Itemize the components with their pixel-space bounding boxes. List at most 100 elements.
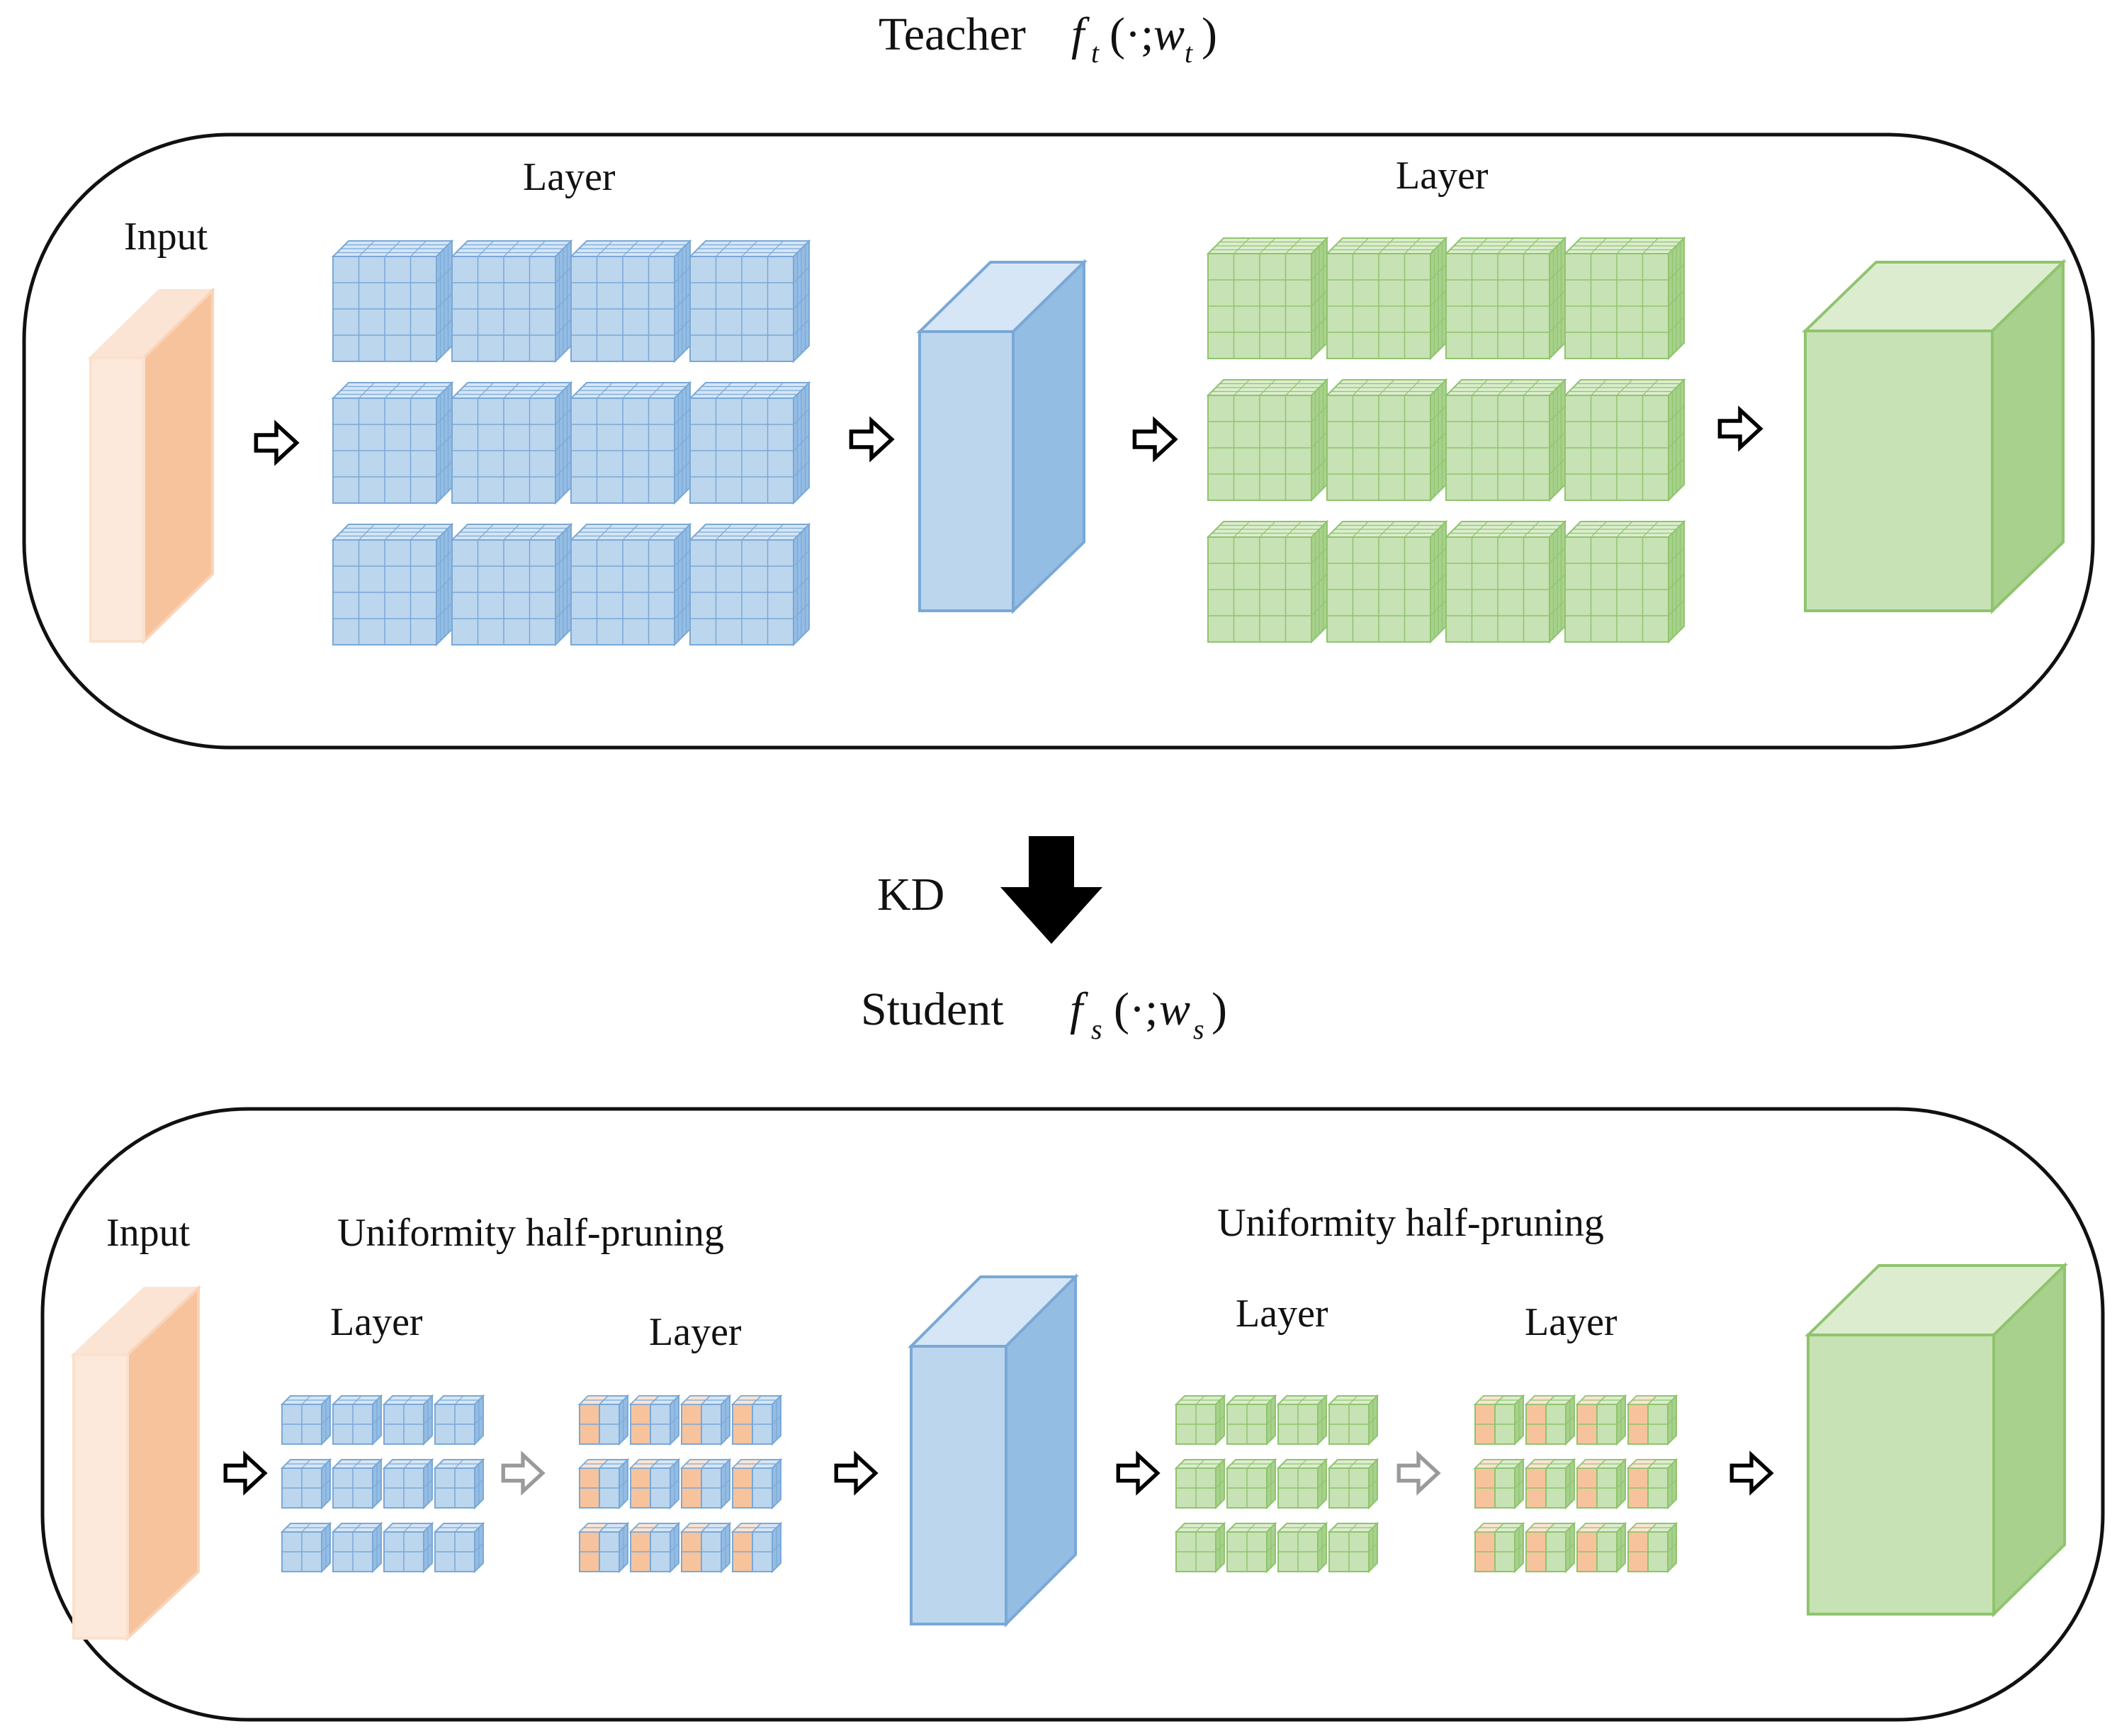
- teacher-layer1-block-0-0: [331, 239, 454, 363]
- student-layer-c-block-1-1: [1225, 1458, 1277, 1510]
- teacher-layer2-label: Layer: [1396, 154, 1489, 198]
- grey-hollow-arrow-icon: [503, 1455, 542, 1491]
- student-layer-d-block-0-3: [1626, 1394, 1678, 1446]
- student-layer-a-block-2-2: [382, 1521, 434, 1574]
- teacher-layer2-block-1-0: [1206, 378, 1329, 502]
- student-panel: [40, 1107, 2105, 1722]
- student-layer-b-label: Layer: [649, 1310, 742, 1354]
- student-formula: f s (·; w s ): [1070, 983, 1227, 1045]
- student-layer-d-label: Layer: [1525, 1300, 1618, 1344]
- student-layer-d-block-2-0: [1473, 1521, 1525, 1574]
- student-layer-b-block-2-2: [679, 1521, 732, 1574]
- teacher-input-label: Input: [124, 215, 208, 259]
- teacher-layer2-block-0-3: [1563, 236, 1686, 361]
- hollow-arrow-icon: [851, 421, 891, 458]
- teacher-layer1-block-1-1: [450, 381, 573, 505]
- student-layer-d-block-1-1: [1524, 1458, 1576, 1510]
- grey-hollow-arrow-icon: [1399, 1455, 1438, 1491]
- student-formula-sub: s: [1091, 1013, 1102, 1045]
- teacher-layer1-block-2-1: [450, 522, 573, 647]
- teacher-layer2-block-1-1: [1325, 378, 1448, 502]
- student-formula-wsub: s: [1193, 1013, 1204, 1045]
- student-layer-a-block-1-0: [280, 1458, 332, 1510]
- student-layer-c-block-2-1: [1225, 1521, 1277, 1574]
- student-layer-d-block-0-1: [1524, 1394, 1576, 1446]
- teacher-layer1-block-1-0: [331, 381, 454, 505]
- teacher-layer1-block-2-2: [569, 522, 692, 647]
- student-layer-a-block-1-3: [433, 1458, 485, 1510]
- teacher-layer1-block-0-2: [569, 239, 692, 363]
- student-layer-a-block-2-1: [331, 1521, 383, 1574]
- teacher-layer1-block-0-3: [688, 239, 811, 363]
- student-input-tensor: [69, 1285, 203, 1642]
- teacher-green-output: [1802, 259, 2067, 614]
- kd-label: KD: [877, 869, 944, 920]
- teacher-layer2-block-0-2: [1444, 236, 1567, 361]
- student-layer-a-block-0-3: [433, 1394, 485, 1446]
- teacher-layer1-block-0-1: [450, 239, 573, 363]
- teacher-formula-w: w: [1153, 9, 1185, 60]
- teacher-formula-open: (·;: [1110, 9, 1153, 60]
- hollow-arrow-icon: [1134, 421, 1175, 458]
- teacher-layer1-block-1-3: [688, 381, 811, 505]
- teacher-layer2-block-0-0: [1206, 236, 1329, 361]
- student-layer-a-filter-grid: [280, 1394, 485, 1574]
- student-layer-b-block-0-0: [577, 1394, 630, 1446]
- student-layer-c-block-2-0: [1174, 1521, 1226, 1574]
- student-layer-b-block-2-1: [628, 1521, 681, 1574]
- student-layer-a-block-2-0: [280, 1521, 332, 1574]
- hollow-arrow-icon: [836, 1455, 875, 1491]
- student-formula-f: f: [1070, 983, 1088, 1035]
- student-layer-a-block-2-3: [433, 1521, 485, 1574]
- hollow-arrow-icon: [1732, 1455, 1771, 1491]
- student-layer-b-block-2-0: [577, 1521, 630, 1574]
- teacher-layer2-block-2-3: [1563, 519, 1686, 644]
- teacher-blue-feature-map: [916, 259, 1088, 614]
- student-layer-b-block-1-2: [679, 1458, 732, 1510]
- student-formula-open: (·;: [1114, 983, 1158, 1035]
- student-layer-a-block-1-1: [331, 1458, 383, 1510]
- student-layer-c-label: Layer: [1236, 1292, 1328, 1336]
- student-pruning1-label: Uniformity half-pruning: [337, 1211, 724, 1255]
- student-green-output: [1805, 1262, 2068, 1618]
- student-layer-c-block-1-3: [1327, 1458, 1379, 1510]
- student-layer-c-block-2-2: [1276, 1521, 1328, 1574]
- teacher-title: Teacher f t (·; w t ): [879, 9, 1217, 69]
- student-layer-b-block-1-0: [577, 1458, 630, 1510]
- hollow-arrow-icon: [1118, 1455, 1157, 1491]
- teacher-formula: f t (·; w t ): [1071, 9, 1217, 69]
- student-layer-a-block-0-2: [382, 1394, 434, 1446]
- student-layer-a-block-1-2: [382, 1458, 434, 1510]
- student-layer-b-block-0-3: [730, 1394, 783, 1446]
- teacher-layer1-filter-grid: [331, 239, 811, 647]
- student-formula-w: w: [1159, 983, 1190, 1035]
- student-layer-c-block-2-3: [1327, 1521, 1379, 1574]
- student-layer-a-block-0-0: [280, 1394, 332, 1446]
- teacher-formula-f: f: [1071, 9, 1090, 60]
- student-layer-c-block-0-3: [1327, 1394, 1379, 1446]
- student-layer-c-block-0-0: [1174, 1394, 1226, 1446]
- hollow-arrow-icon: [225, 1455, 264, 1491]
- student-layer-d-block-1-0: [1473, 1458, 1525, 1510]
- student-layer-d-pruned-filter-grid: [1473, 1394, 1678, 1574]
- student-input-label: Input: [106, 1211, 191, 1255]
- teacher-layer1-label: Layer: [523, 155, 616, 199]
- teacher-title-text: Teacher: [879, 9, 1026, 60]
- student-layer-d-block-1-2: [1575, 1458, 1627, 1510]
- teacher-layer1-block-2-3: [688, 522, 811, 647]
- student-layer-d-block-2-3: [1626, 1521, 1678, 1574]
- student-layer-d-block-1-3: [1626, 1458, 1678, 1510]
- teacher-formula-wsub: t: [1185, 37, 1193, 69]
- teacher-formula-close: ): [1202, 9, 1217, 60]
- student-layer-c-block-0-2: [1276, 1394, 1328, 1446]
- student-layer-b-block-2-3: [730, 1521, 783, 1574]
- student-layer-c-block-1-2: [1276, 1458, 1328, 1510]
- teacher-layer2-filter-grid: [1206, 236, 1686, 644]
- student-title-text: Student: [861, 983, 1004, 1035]
- hollow-arrow-icon: [256, 424, 296, 462]
- student-layer-b-block-0-1: [628, 1394, 681, 1446]
- student-layer-b-block-1-1: [628, 1458, 681, 1510]
- teacher-layer2-block-1-3: [1563, 378, 1686, 502]
- student-layer-c-block-0-1: [1225, 1394, 1277, 1446]
